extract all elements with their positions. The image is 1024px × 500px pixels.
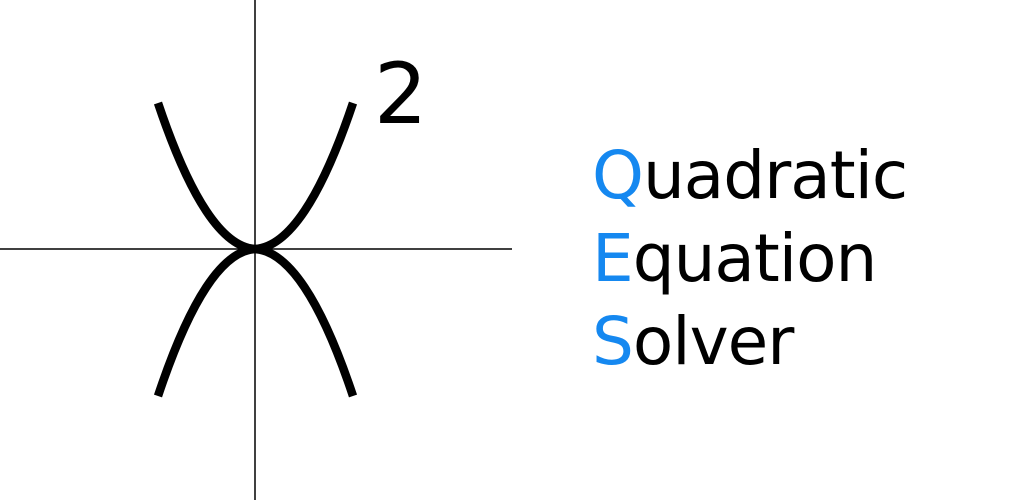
title-initial-e: E xyxy=(592,220,634,297)
title-line-solver: Solver xyxy=(592,300,1012,383)
downward-parabola xyxy=(153,244,358,398)
title-rest-equation: quation xyxy=(632,220,878,297)
title-rest-solver: olver xyxy=(632,303,795,380)
squared-exponent: 2 xyxy=(374,45,428,143)
title-line-equation: Equation xyxy=(592,217,1012,300)
title-initial-q: Q xyxy=(592,137,644,214)
title-line-quadratic: Quadratic xyxy=(592,134,1012,217)
app-title: Quadratic Equation Solver xyxy=(592,134,1012,383)
title-initial-s: S xyxy=(592,303,634,380)
title-rest-quadratic: uadratic xyxy=(642,137,908,214)
